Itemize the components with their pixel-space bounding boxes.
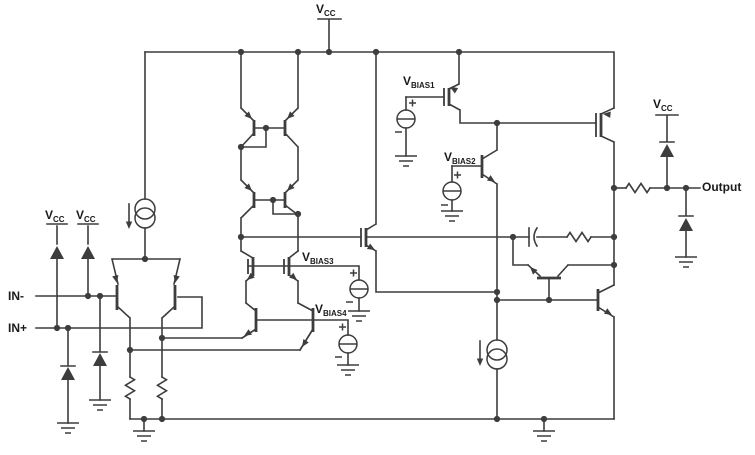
diode-in1-to-vcc bbox=[50, 246, 64, 259]
polarity-marks bbox=[335, 99, 461, 358]
vcc-top-stem bbox=[317, 18, 342, 53]
output-current-source bbox=[486, 339, 508, 361]
in-plus-wire bbox=[35, 296, 203, 329]
label-vbias4: VBIAS4 bbox=[315, 302, 347, 318]
output-source-arrow bbox=[476, 358, 484, 366]
tail-source-arrow bbox=[125, 221, 133, 229]
label-vcc-in2: VCC bbox=[76, 208, 96, 224]
label-vbias2: VBIAS2 bbox=[444, 150, 476, 166]
vbias3-gate-tie bbox=[247, 265, 360, 281]
tail-current-source bbox=[134, 198, 156, 220]
label-vcc-in1: VCC bbox=[45, 208, 65, 224]
plus-vbias1 bbox=[409, 99, 416, 107]
vcc-rail bbox=[144, 51, 615, 109]
label-vcc-out: VCC bbox=[653, 97, 673, 113]
comp-resistor bbox=[565, 231, 593, 243]
transistor-bars bbox=[115, 88, 603, 332]
clamp-diodes bbox=[50, 144, 693, 380]
diode-in2-to-vcc bbox=[81, 246, 95, 259]
label-vbias1: VBIAS1 bbox=[403, 74, 435, 90]
plus-vbias3 bbox=[350, 269, 357, 277]
junction-dots bbox=[53, 48, 690, 423]
comp-cap-right-plate bbox=[533, 226, 539, 248]
gate-bars bbox=[247, 88, 597, 274]
label-in-minus: IN- bbox=[8, 289, 24, 303]
device-arrows bbox=[112, 87, 612, 366]
wires bbox=[35, 18, 701, 432]
plus-vbias2 bbox=[454, 171, 461, 179]
diode-in1-to-gnd bbox=[61, 367, 75, 380]
collector-wire-2 bbox=[129, 327, 315, 352]
label-vbias3: VBIAS3 bbox=[302, 250, 334, 266]
label-in-plus: IN+ bbox=[8, 321, 28, 335]
diode-out-to-gnd bbox=[679, 218, 693, 231]
diode-out-to-vcc bbox=[660, 144, 674, 157]
diode-in2-to-gnd bbox=[93, 353, 107, 366]
label-output: Output bbox=[702, 180, 742, 194]
output-resistor bbox=[624, 182, 652, 194]
current-sources bbox=[134, 109, 508, 370]
ground-symbols bbox=[57, 155, 697, 442]
vbias4-base-tie bbox=[255, 319, 349, 336]
label-vcc-top: VCC bbox=[316, 2, 336, 18]
plus-vbias4 bbox=[339, 323, 346, 331]
collector-wire-1 bbox=[161, 327, 258, 340]
